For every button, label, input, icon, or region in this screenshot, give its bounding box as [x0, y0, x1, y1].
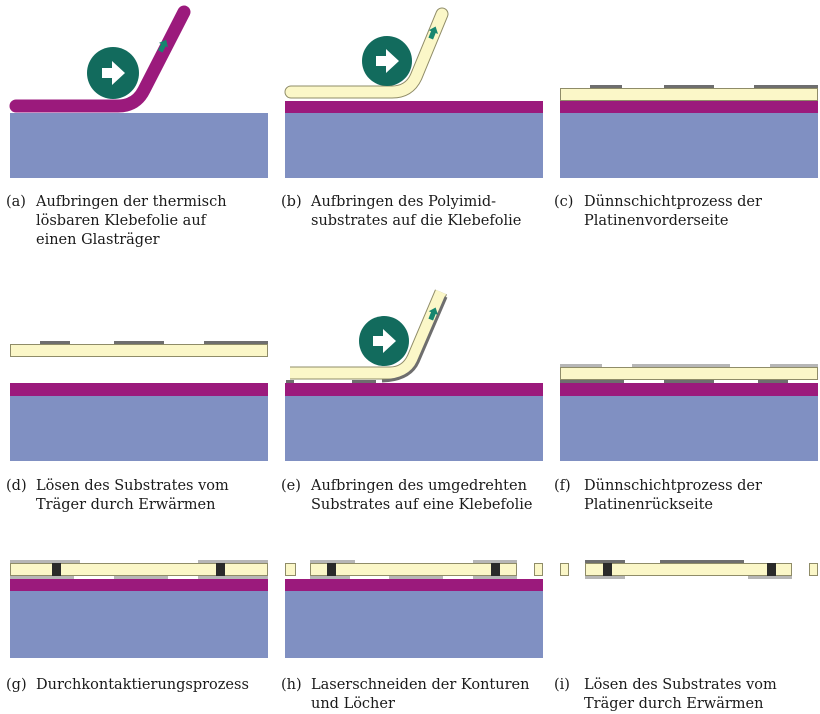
- panel-c: [560, 85, 818, 178]
- metal-pad: [590, 85, 622, 88]
- metal-pad: [758, 380, 788, 383]
- up-arrow-icon: [158, 39, 168, 53]
- polyimide-substrate: [585, 563, 792, 576]
- glass-carrier: [10, 396, 268, 461]
- caption-label: (d): [6, 478, 27, 494]
- metal-pad-back: [473, 560, 517, 563]
- polyimide-substrate: [10, 344, 268, 357]
- metal-pad: [560, 380, 624, 383]
- metal-pad: [748, 576, 792, 579]
- caption-label: (b): [281, 194, 302, 210]
- panel-d: [10, 341, 268, 461]
- panel-a: [9, 5, 268, 178]
- caption-label: (i): [554, 677, 570, 693]
- polyimide-substrate: [560, 88, 818, 101]
- polyimide-substrate: [310, 563, 517, 576]
- panel-f: [560, 364, 818, 461]
- polyimide-substrate: [560, 367, 818, 380]
- adhesive-foil: [10, 383, 268, 396]
- glass-carrier: [560, 113, 818, 178]
- metal-pad: [664, 380, 714, 383]
- right-arrow-icon: [376, 49, 399, 73]
- metal-pad: [10, 576, 74, 579]
- adhesive-foil: [285, 383, 543, 396]
- panel-h: [285, 560, 543, 658]
- up-arrow-icon: [428, 26, 439, 40]
- metal-pad: [198, 576, 268, 579]
- glass-carrier: [285, 591, 543, 658]
- caption-text: Dünnschichtprozess der Platinenrückseite: [584, 478, 762, 513]
- caption-text: Lösen des Substrates vom Träger durch Er…: [36, 478, 229, 513]
- metal-pad-back: [310, 560, 355, 563]
- metal-pad-back: [560, 364, 602, 367]
- metal-pad: [114, 341, 164, 344]
- adhesive-foil: [560, 101, 818, 113]
- via: [216, 563, 225, 576]
- polyimide-substrate: [534, 563, 543, 576]
- caption-label: (c): [554, 194, 574, 210]
- via: [327, 563, 336, 576]
- adhesive-foil: [560, 383, 818, 396]
- caption-text: Lösen des Substrates vom Träger durch Er…: [584, 677, 777, 712]
- metal-pad: [389, 576, 443, 579]
- glass-carrier: [10, 113, 268, 178]
- caption-text: Aufbringen des umgedrehten Substrates au…: [311, 478, 533, 513]
- metal-pad: [310, 576, 350, 579]
- glass-carrier: [285, 396, 543, 461]
- glass-carrier: [285, 113, 543, 178]
- glass-carrier: [10, 591, 268, 658]
- up-arrow-icon: [428, 307, 439, 321]
- panel-e: [285, 289, 543, 461]
- metal-pad: [585, 576, 625, 579]
- metal-pad: [204, 341, 268, 344]
- polyimide-substrate: [285, 563, 296, 576]
- metal-pad-back: [660, 560, 744, 563]
- via: [491, 563, 500, 576]
- metal-pad-back: [198, 560, 268, 563]
- caption-label: (e): [281, 478, 301, 494]
- adhesive-foil: [285, 579, 543, 591]
- polyimide-substrate: [809, 563, 818, 576]
- caption-text: Aufbringen des Polyimid- substrates auf …: [311, 194, 522, 229]
- caption-text: Dünnschichtprozess der Platinenvordersei…: [584, 194, 762, 229]
- glass-carrier: [560, 396, 818, 461]
- right-arrow-icon: [373, 329, 396, 353]
- caption-text: Durchkontaktierungsprozess: [36, 677, 249, 693]
- right-arrow-icon: [102, 61, 125, 85]
- caption-label: (f): [554, 478, 571, 494]
- metal-pad: [664, 85, 714, 88]
- metal-pad-back: [585, 560, 625, 563]
- adhesive-foil: [10, 579, 268, 591]
- metal-pad: [381, 296, 448, 383]
- metal-pad: [473, 576, 517, 579]
- metal-pad: [114, 576, 168, 579]
- metal-pad: [40, 341, 70, 344]
- caption-label: (h): [281, 677, 302, 693]
- via: [603, 563, 612, 576]
- caption-text: Aufbringen der thermisch lösbaren Klebef…: [36, 194, 227, 248]
- caption-label: (a): [6, 194, 26, 210]
- metal-pad-back: [10, 560, 80, 563]
- caption-label: (g): [6, 677, 27, 693]
- via: [52, 563, 61, 576]
- metal-pad-back: [770, 364, 818, 367]
- adhesive-foil: [9, 5, 191, 113]
- adhesive-foil: [285, 101, 543, 113]
- metal-pad: [754, 85, 818, 88]
- metal-pad-back: [632, 364, 730, 367]
- caption-text: Laserschneiden der Konturen und Löcher: [311, 677, 530, 712]
- polyimide-substrate: [560, 563, 569, 576]
- metal-pad: [286, 380, 294, 383]
- panel-b: [284, 7, 543, 178]
- polyimide-substrate: [10, 563, 268, 576]
- via: [767, 563, 776, 576]
- panel-g: [10, 560, 268, 658]
- metal-pad: [352, 380, 376, 383]
- panel-i: [560, 560, 818, 579]
